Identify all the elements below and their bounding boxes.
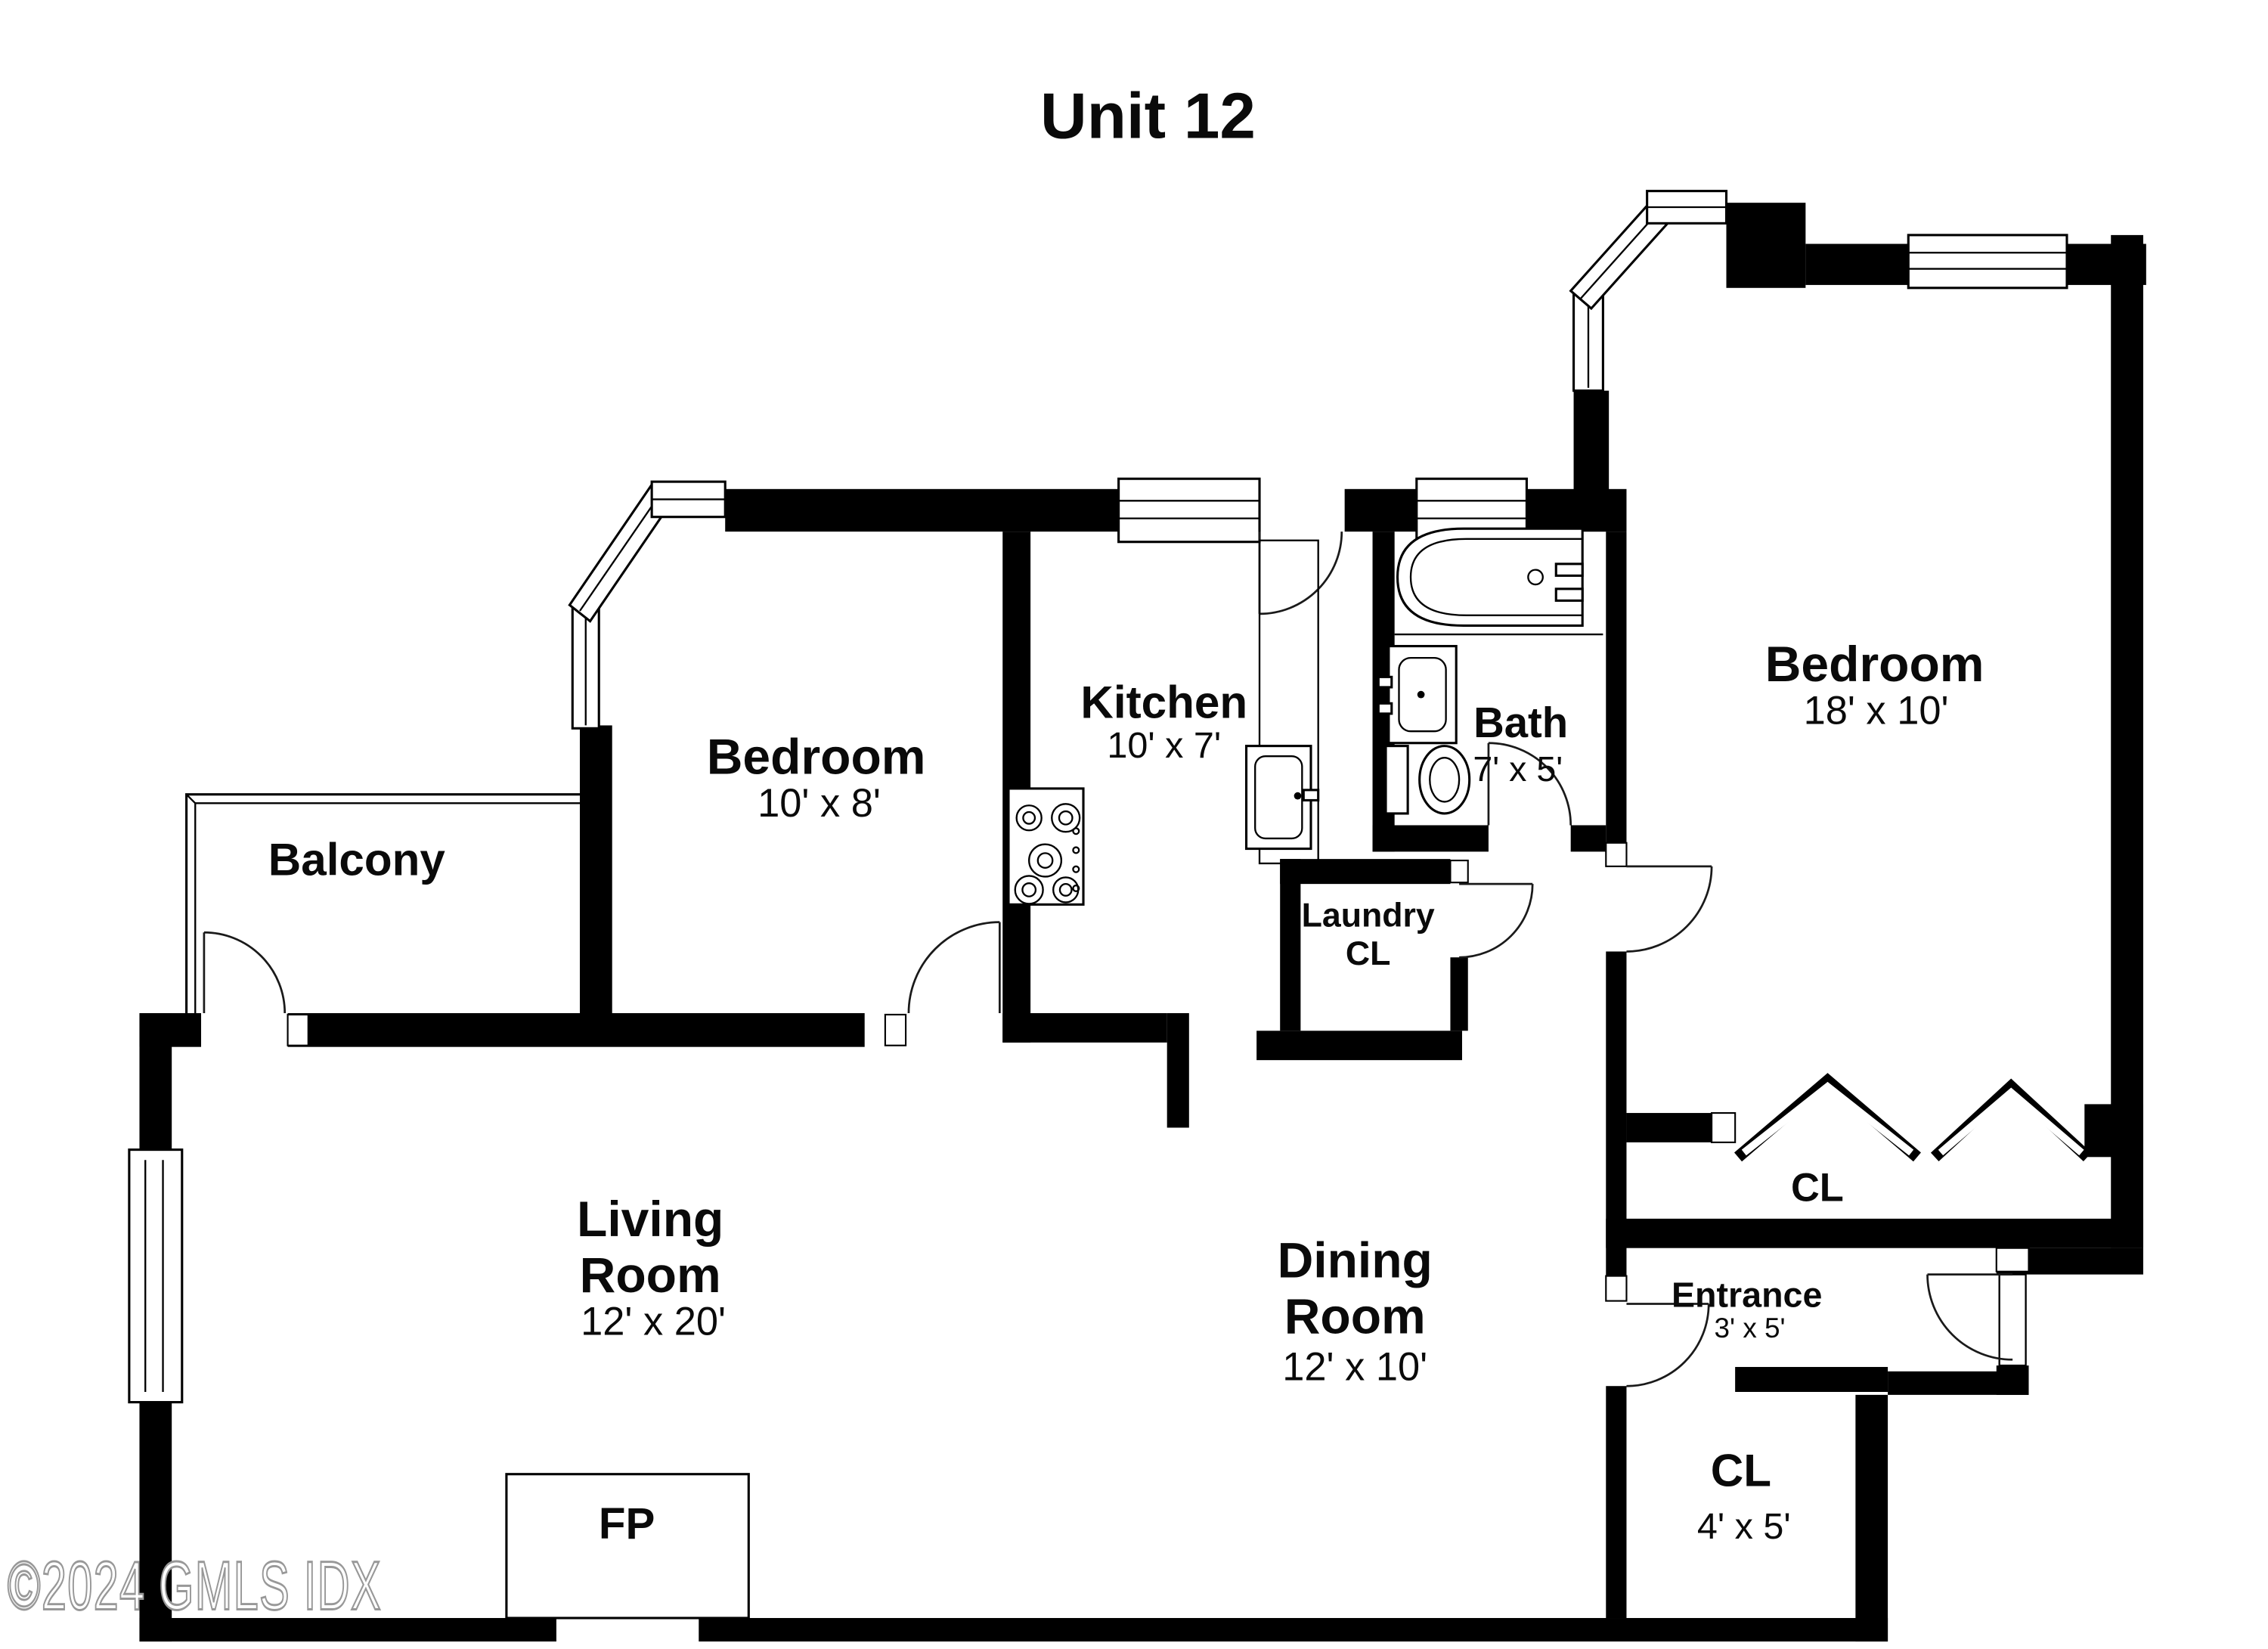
kitchen-sink-icon bbox=[1244, 745, 1320, 851]
svg-text:3' x 5': 3' x 5' bbox=[1715, 1313, 1786, 1344]
room-entry-closet: CL 4' x 5' bbox=[1697, 1445, 1791, 1547]
room-bath: Bath 7' x 5' bbox=[1473, 699, 1568, 789]
svg-text:Dining: Dining bbox=[1278, 1232, 1433, 1288]
svg-text:Bath: Bath bbox=[1473, 699, 1568, 746]
stove-icon bbox=[1007, 787, 1085, 906]
door-bath bbox=[1487, 742, 1572, 826]
door-entrance-inner bbox=[1605, 1275, 1710, 1387]
bay-window bbox=[1569, 190, 1728, 392]
window bbox=[1117, 477, 1261, 544]
svg-text:Living: Living bbox=[577, 1191, 723, 1247]
svg-text:10' x 8': 10' x 8' bbox=[758, 782, 881, 826]
room-laundry-closet: Laundry CL bbox=[1302, 897, 1435, 972]
bifold-door-icon bbox=[1711, 1073, 2092, 1162]
page-title: Unit 12 bbox=[1040, 81, 1256, 153]
room-kitchen: Kitchen 10' x 7' bbox=[1080, 677, 1247, 766]
svg-text:12' x 20': 12' x 20' bbox=[581, 1300, 726, 1344]
svg-text:18' x 10': 18' x 10' bbox=[1804, 689, 1949, 733]
windows bbox=[128, 190, 2068, 1404]
door-bedroom-small bbox=[884, 921, 1001, 1046]
svg-text:CL: CL bbox=[1791, 1167, 1844, 1210]
balcony-railing bbox=[185, 793, 593, 1014]
sink-vanity-icon bbox=[1377, 645, 1458, 745]
room-balcony: Balcony bbox=[268, 834, 446, 885]
kitchen-counter bbox=[1258, 539, 1319, 865]
svg-text:Entrance: Entrance bbox=[1672, 1275, 1822, 1314]
walls bbox=[139, 203, 2146, 1642]
bathtub-icon bbox=[1396, 527, 1584, 627]
room-labels: Unit 12 Balcony Bedroom 10' x 8' Kitchen… bbox=[268, 81, 1984, 1547]
room-living: Living Room 12' x 20' bbox=[577, 1191, 726, 1344]
room-bedroom-large: Bedroom 18' x 10' bbox=[1765, 636, 1984, 733]
door-entry-front bbox=[1926, 1247, 2030, 1367]
room-entrance: Entrance 3' x 5' bbox=[1672, 1275, 1822, 1344]
room-bedroom-small: Bedroom 10' x 8' bbox=[707, 729, 926, 826]
room-bedroom-closet: CL bbox=[1791, 1167, 1844, 1210]
fixtures: FP bbox=[505, 527, 1603, 1620]
svg-text:Bedroom: Bedroom bbox=[1765, 636, 1984, 692]
svg-text:12' x 10': 12' x 10' bbox=[1282, 1345, 1427, 1389]
svg-text:4' x 5': 4' x 5' bbox=[1697, 1506, 1791, 1547]
svg-text:10' x 7': 10' x 7' bbox=[1107, 725, 1221, 766]
svg-text:Room: Room bbox=[1284, 1288, 1426, 1344]
room-dining: Dining Room 12' x 10' bbox=[1278, 1232, 1433, 1390]
fireplace-label: FP bbox=[599, 1499, 655, 1548]
door-kitchen bbox=[1258, 532, 1343, 615]
svg-text:7' x 5': 7' x 5' bbox=[1473, 749, 1563, 789]
door-bedroom-large bbox=[1605, 842, 1713, 953]
window bbox=[128, 1148, 184, 1404]
door-laundry bbox=[1449, 860, 1534, 959]
svg-text:Laundry: Laundry bbox=[1302, 897, 1435, 934]
fireplace: FP bbox=[505, 1473, 750, 1620]
svg-text:CL: CL bbox=[1711, 1445, 1771, 1496]
bay-window bbox=[568, 480, 727, 730]
watermark: ©2024 GMLS IDX bbox=[8, 1547, 382, 1624]
svg-text:Room: Room bbox=[580, 1247, 721, 1303]
svg-text:Bedroom: Bedroom bbox=[707, 729, 926, 785]
door-balcony bbox=[203, 931, 309, 1046]
svg-text:CL: CL bbox=[1346, 935, 1391, 972]
svg-text:Kitchen: Kitchen bbox=[1080, 677, 1247, 728]
toilet-icon bbox=[1384, 745, 1471, 815]
window bbox=[1907, 234, 2068, 290]
doors bbox=[203, 532, 2092, 1387]
svg-text:Balcony: Balcony bbox=[268, 834, 446, 885]
